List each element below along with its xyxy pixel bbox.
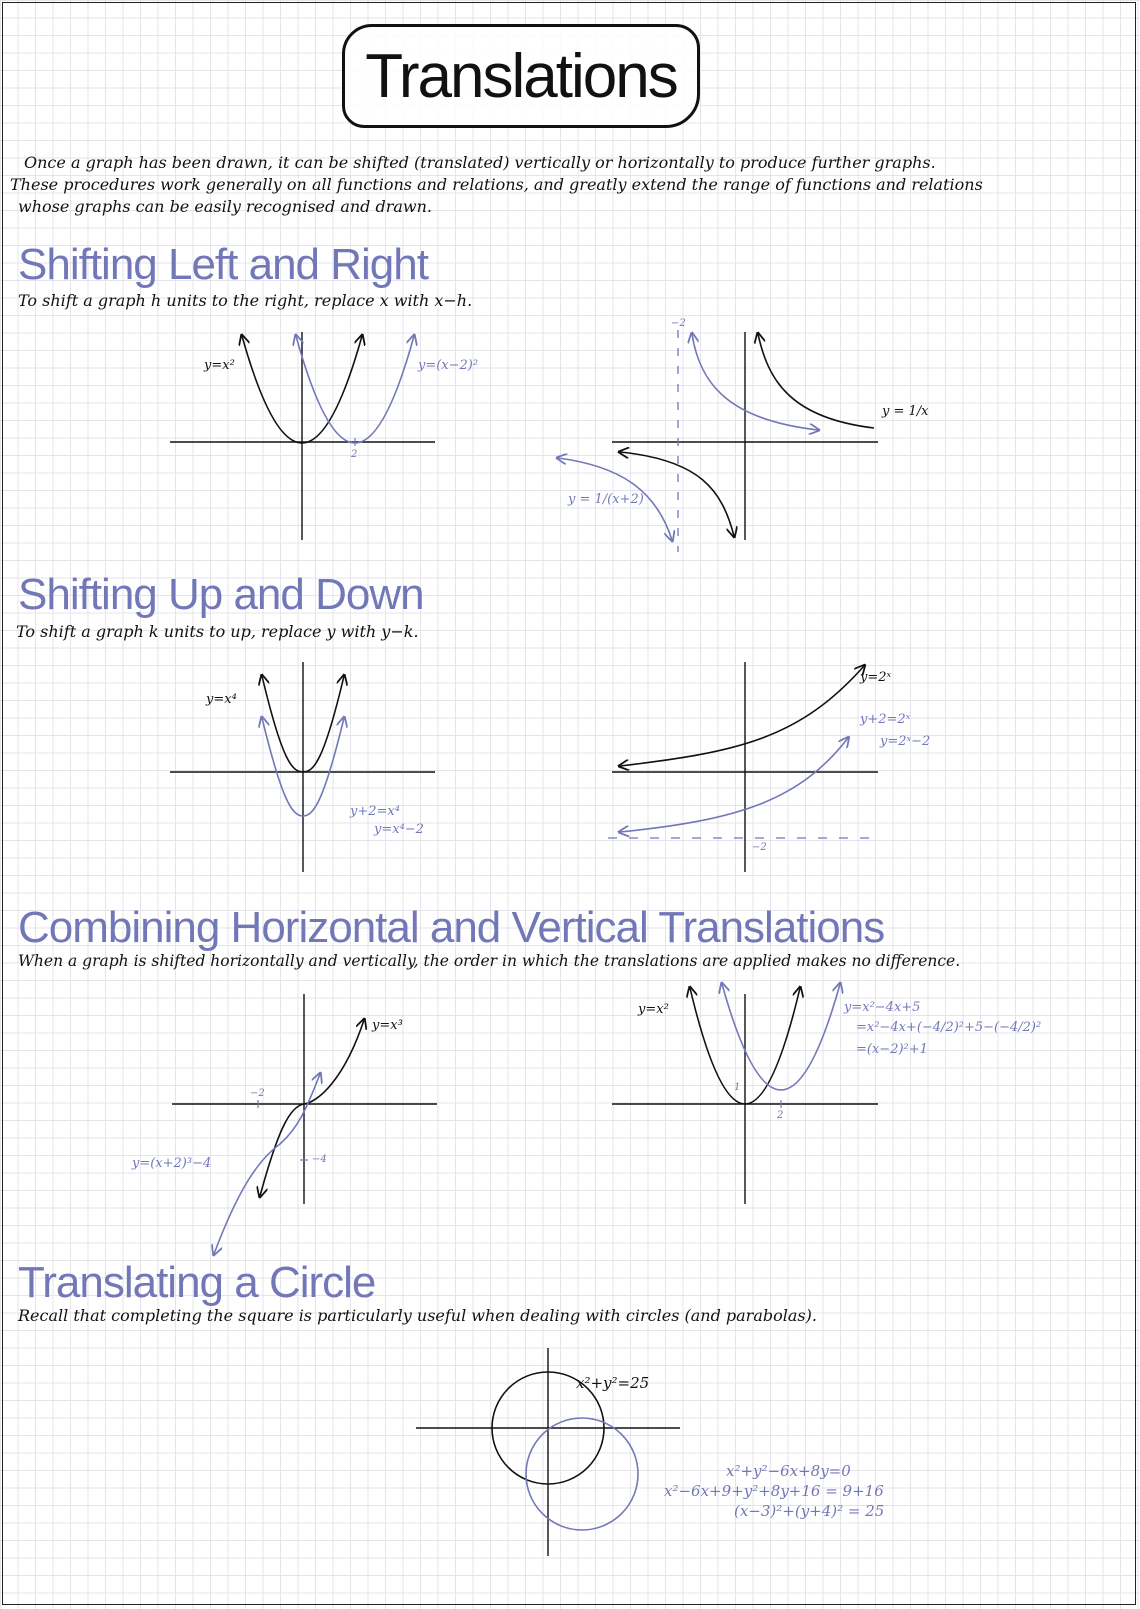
label-y-x-minus-2-sq: y=(x−2)² bbox=[418, 358, 479, 373]
parabola-black bbox=[690, 988, 800, 1105]
intro-line-2: These procedures work generally on all f… bbox=[10, 175, 983, 194]
graph-parabola-combined bbox=[612, 984, 878, 1204]
graph-exponential-shift bbox=[608, 662, 880, 872]
label-y-2x-minus-2: y=2ˣ−2 bbox=[880, 734, 931, 749]
exp-black bbox=[620, 666, 864, 766]
hyperbola-blue-upper bbox=[692, 334, 818, 430]
parabola-black bbox=[242, 336, 362, 444]
text-up-down: To shift a graph k units to up, replace … bbox=[16, 622, 419, 641]
label-y-2x: y=2ˣ bbox=[860, 670, 892, 685]
page-title: Translations bbox=[365, 41, 678, 111]
label-eq2: =x²−4x+(−4/2)²+5−(−4/2)² bbox=[856, 1020, 1042, 1035]
parabola-blue bbox=[722, 984, 840, 1091]
intro-line-3: whose graphs can be easily recognised an… bbox=[18, 197, 433, 216]
graph-circle-translate bbox=[416, 1348, 680, 1556]
label-tick-2: 2 bbox=[351, 449, 358, 460]
label-y-plus-2-x4: y+2=x⁴ bbox=[350, 804, 400, 819]
title-box: Translations bbox=[342, 24, 700, 128]
label-eq3: =(x−2)²+1 bbox=[856, 1042, 928, 1057]
label-y-x3: y=x³ bbox=[372, 1018, 403, 1033]
label-tick-1-combined: 1 bbox=[734, 1082, 741, 1093]
graph-parabola-shift bbox=[170, 332, 435, 540]
label-tick-neg2: −2 bbox=[671, 318, 686, 329]
intro-paragraph: Once a graph has been drawn, it can be s… bbox=[10, 152, 1120, 218]
label-circle-eq3: (x−3)²+(y+4)² = 25 bbox=[734, 1502, 885, 1520]
cubic-blue bbox=[214, 1074, 320, 1254]
heading-up-down: Shifting Up and Down bbox=[18, 570, 425, 619]
exp-blue bbox=[620, 738, 848, 832]
text-left-right: To shift a graph h units to the right, r… bbox=[18, 291, 473, 310]
label-y-x2: y=x² bbox=[204, 358, 235, 373]
label-circle-eq1: x²+y²−6x+8y=0 bbox=[726, 1462, 851, 1480]
hyperbola-blue-lower bbox=[558, 458, 672, 540]
quartic-black bbox=[262, 676, 344, 773]
label-tick-neg4-cubic: −4 bbox=[312, 1154, 327, 1165]
heading-circle: Translating a Circle bbox=[18, 1258, 376, 1307]
label-y-plus-2-2x: y+2=2ˣ bbox=[860, 712, 911, 727]
quartic-blue bbox=[262, 718, 344, 817]
graph-cubic-shift bbox=[172, 994, 437, 1254]
heading-combining: Combining Horizontal and Vertical Transl… bbox=[18, 903, 885, 952]
label-y-x2-combined: y=x² bbox=[638, 1002, 669, 1017]
label-tick-neg2-exp: −2 bbox=[752, 842, 767, 853]
text-circle: Recall that completing the square is par… bbox=[18, 1306, 817, 1325]
label-y-1-over-x: y = 1/x bbox=[882, 404, 929, 419]
label-circle-eq: x²+y²=25 bbox=[576, 1374, 650, 1392]
label-y-x-plus-2-cubed-minus-4: y=(x+2)³−4 bbox=[132, 1156, 212, 1171]
graph-hyperbola-shift bbox=[558, 330, 878, 552]
label-y-x4-minus-2: y=x⁴−2 bbox=[374, 822, 424, 837]
label-tick-2-combined: 2 bbox=[777, 1110, 784, 1121]
hyperbola-black-upper bbox=[758, 334, 875, 429]
circle-black bbox=[491, 1371, 605, 1485]
label-circle-eq2: x²−6x+9+y²+8y+16 = 9+16 bbox=[664, 1482, 884, 1500]
graph-quartic-shift bbox=[170, 662, 435, 872]
heading-left-right: Shifting Left and Right bbox=[18, 240, 429, 289]
parabola-blue bbox=[296, 336, 414, 444]
label-tick-neg2-cubic: −2 bbox=[250, 1088, 265, 1099]
label-y-x4: y=x⁴ bbox=[206, 692, 237, 707]
cubic-black bbox=[260, 1020, 364, 1196]
intro-line-1: Once a graph has been drawn, it can be s… bbox=[24, 153, 936, 172]
text-combining: When a graph is shifted horizontally and… bbox=[18, 952, 961, 970]
label-y-1-over-x-plus-2: y = 1/(x+2) bbox=[568, 492, 644, 507]
label-eq1: y=x²−4x+5 bbox=[844, 1000, 921, 1015]
circle-blue bbox=[525, 1417, 639, 1531]
